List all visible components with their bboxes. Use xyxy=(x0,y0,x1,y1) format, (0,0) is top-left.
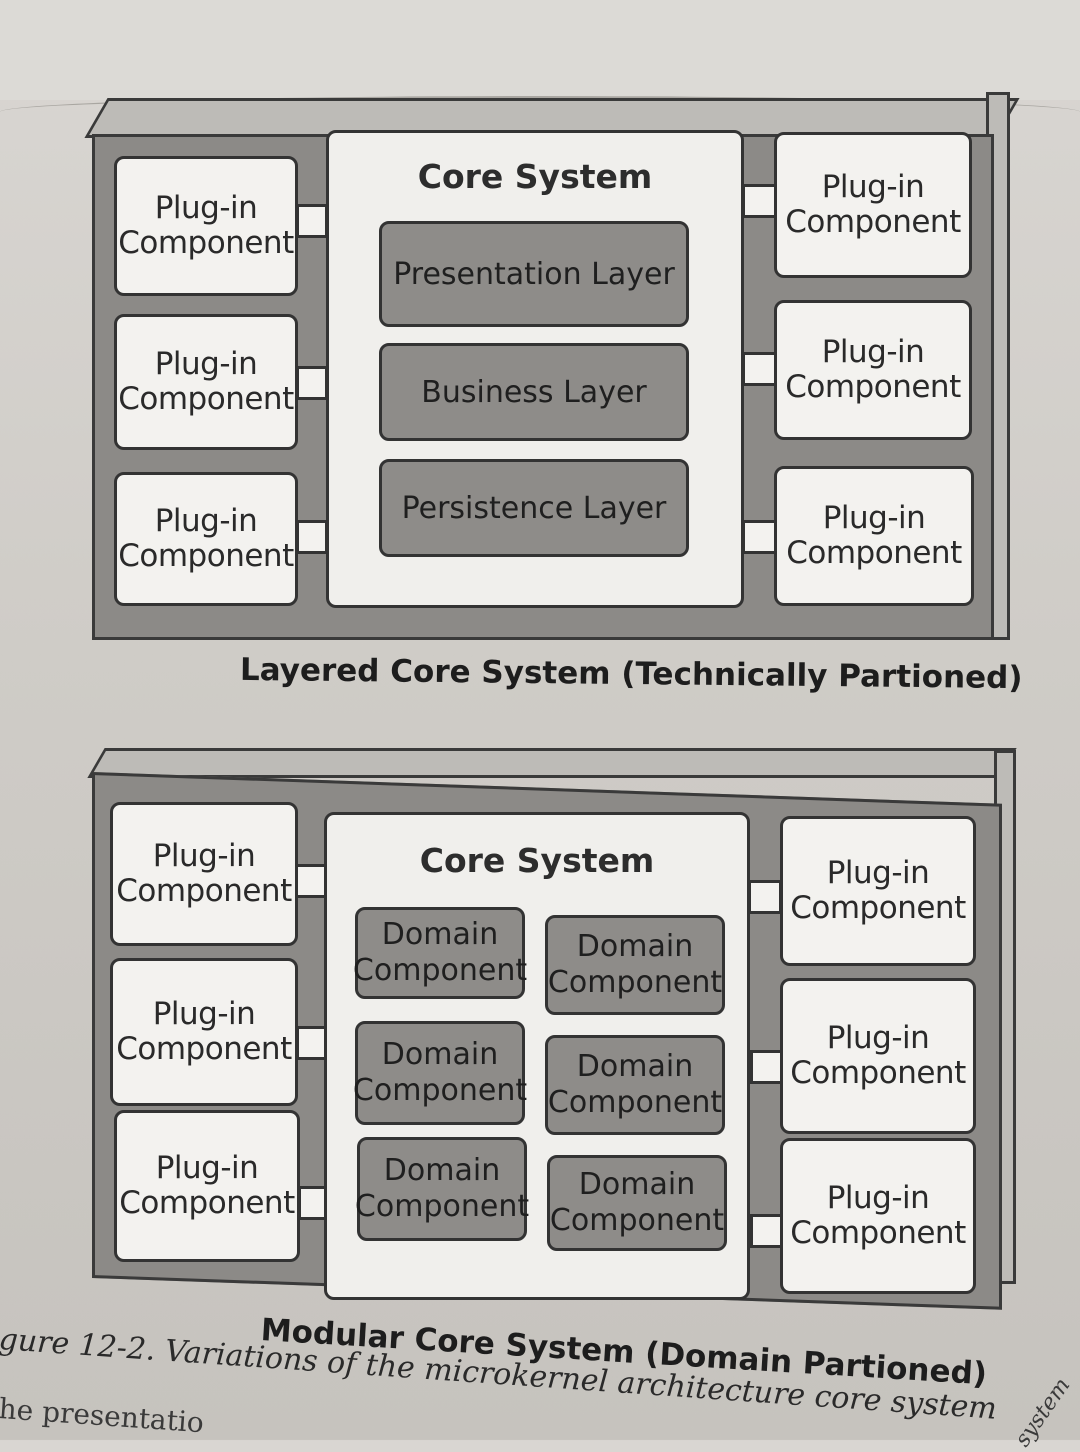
connector xyxy=(742,352,778,386)
plugin-component: Plug-in Component xyxy=(774,132,972,278)
persistence-layer: Persistence Layer xyxy=(379,459,689,557)
domain-component: Domain Component xyxy=(353,1021,527,1125)
connector xyxy=(742,520,778,554)
plugin-component: Plug-in Component xyxy=(110,958,298,1106)
body-text-fragment: he presentatio xyxy=(0,1392,205,1440)
domain-component: Domain Component xyxy=(547,1155,727,1251)
page-curve-line xyxy=(0,96,1080,112)
connector xyxy=(748,880,782,914)
plugin-component: Plug-in Component xyxy=(774,466,974,606)
connector xyxy=(296,204,328,238)
connector xyxy=(296,366,328,400)
connector xyxy=(750,1214,784,1248)
plugin-component: Plug-in Component xyxy=(780,1138,976,1294)
connector xyxy=(294,864,328,898)
frame-depth-top xyxy=(87,748,1017,778)
core-system-title: Core System xyxy=(417,157,653,196)
domain-component: Domain Component xyxy=(353,907,527,999)
domain-component: Domain Component xyxy=(545,1035,725,1135)
page-top-area xyxy=(0,0,1080,100)
connector xyxy=(750,1050,784,1084)
plugin-component: Plug-in Component xyxy=(110,802,298,946)
connector xyxy=(296,520,328,554)
plugin-component: Plug-in Component xyxy=(114,472,298,606)
domain-component: Domain Component xyxy=(355,1137,529,1241)
plugin-component: Plug-in Component xyxy=(780,978,976,1134)
plugin-component: Plug-in Component xyxy=(114,314,298,450)
layered-caption: Layered Core System (Technically Partion… xyxy=(239,651,1023,697)
presentation-layer: Presentation Layer xyxy=(379,221,689,327)
business-layer: Business Layer xyxy=(379,343,689,441)
plugin-component: Plug-in Component xyxy=(114,156,298,296)
connector xyxy=(742,184,778,218)
domain-component: Domain Component xyxy=(545,915,725,1015)
core-system: Core System Presentation Layer Business … xyxy=(326,130,744,608)
plugin-component: Plug-in Component xyxy=(114,1110,300,1262)
plugin-component: Plug-in Component xyxy=(774,300,972,440)
plugin-component: Plug-in Component xyxy=(780,816,976,966)
core-system-title: Core System xyxy=(419,841,655,880)
core-system: Core System Domain Component Domain Comp… xyxy=(324,812,750,1300)
